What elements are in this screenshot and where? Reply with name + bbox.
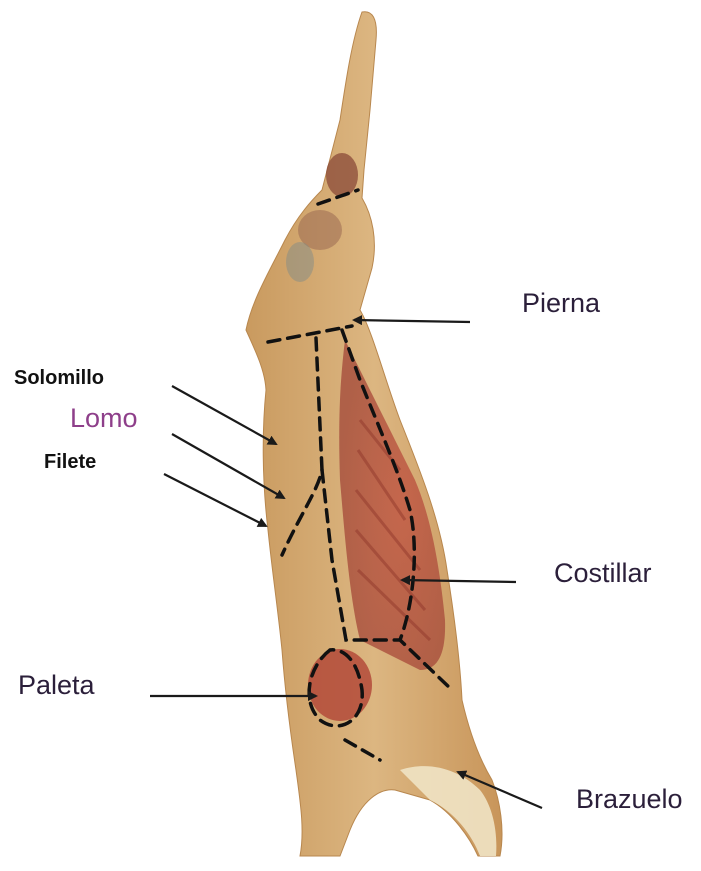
arrow-solomillo: [172, 386, 276, 444]
label-solomillo: Solomillo: [14, 368, 104, 388]
arrow-pierna: [354, 320, 470, 322]
arrow-filete: [164, 474, 266, 526]
label-pierna: Pierna: [522, 290, 600, 317]
label-lomo: Lomo: [70, 405, 138, 432]
label-brazuelo: Brazuelo: [576, 786, 683, 813]
shank-muscle-patch: [326, 153, 358, 197]
label-paleta: Paleta: [18, 672, 95, 699]
label-costillar: Costillar: [554, 560, 652, 587]
label-filete: Filete: [44, 452, 96, 472]
hip-bone-patch: [286, 242, 314, 282]
